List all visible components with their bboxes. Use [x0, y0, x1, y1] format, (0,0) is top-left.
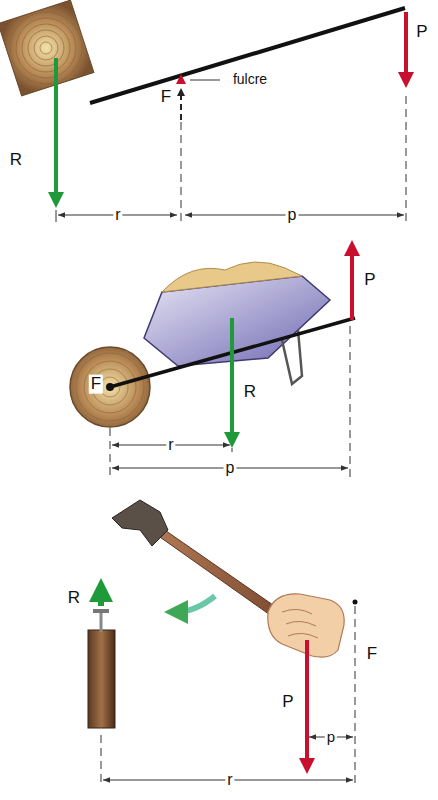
resistance-arrow — [54, 58, 58, 200]
force-letter: P — [414, 23, 429, 42]
hand — [268, 594, 358, 657]
dimension-letter: r — [113, 206, 122, 224]
force-letter: P — [362, 271, 377, 290]
dimension-letter: r — [166, 436, 175, 454]
force-letter: R — [242, 383, 258, 402]
resistance-arrow — [230, 318, 234, 440]
dimension-letter: p — [224, 459, 237, 477]
dimension-lines — [110, 326, 350, 478]
nail-and-dowel — [88, 609, 115, 728]
effort-arrow — [350, 248, 354, 320]
dimension-lines — [101, 606, 355, 786]
dimension-letter: r — [225, 771, 234, 789]
hammer — [112, 500, 286, 622]
dimension-letter: p — [286, 206, 299, 224]
dimension-letter: p — [325, 729, 337, 746]
effort-arrow — [404, 12, 408, 80]
effort-arrow — [305, 640, 309, 766]
wheelbarrow — [70, 262, 355, 427]
dimension-lines — [56, 96, 406, 222]
leader-line — [190, 80, 220, 81]
force-letter: F — [159, 88, 173, 107]
fulcrum-triangle — [176, 74, 186, 84]
force-letter: R — [8, 151, 24, 170]
part-name: fulcre — [231, 72, 269, 87]
lever-bar — [90, 8, 405, 103]
resistance-arrow — [98, 590, 104, 606]
force-letter: R — [66, 589, 82, 608]
force-letter: F — [89, 375, 103, 394]
fulcrum-arrow — [180, 92, 182, 120]
force-letter: F — [365, 645, 379, 664]
crate — [0, 0, 94, 96]
rotation-arrow — [176, 596, 215, 612]
force-letter: P — [280, 693, 295, 712]
